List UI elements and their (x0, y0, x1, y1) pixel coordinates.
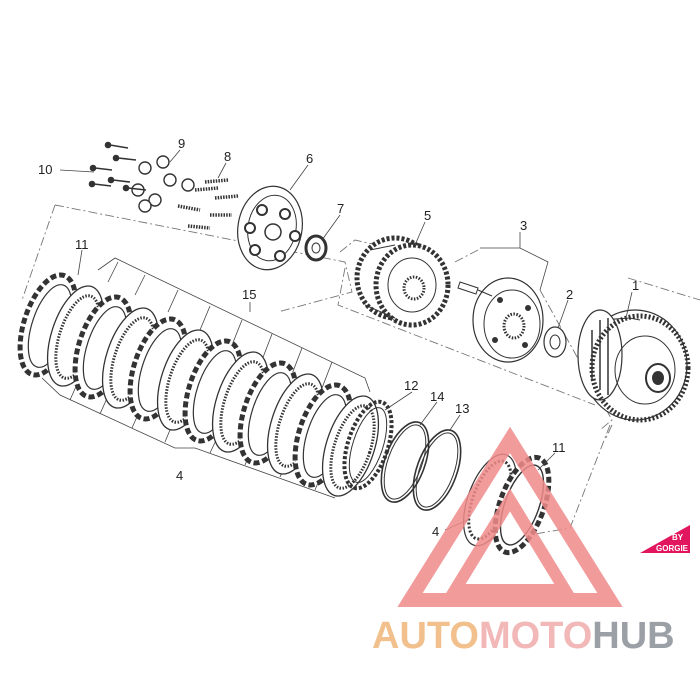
watermark-badge: BY GORGIE (640, 525, 690, 553)
spring-plate (237, 185, 303, 271)
callout-15: 15 (242, 287, 256, 302)
pressure-plate (457, 277, 544, 363)
callout-8: 8 (224, 149, 231, 164)
callout-4-upper: 4 (176, 468, 183, 483)
clutch-hub (354, 235, 451, 328)
callout-10: 10 (38, 162, 52, 177)
callout-9: 9 (178, 136, 185, 151)
callout-1: 1 (632, 278, 639, 293)
clutch-plate-stack (17, 272, 380, 497)
callout-14: 14 (430, 389, 444, 404)
callout-4-lower: 4 (432, 524, 439, 539)
callout-3: 3 (520, 218, 527, 233)
callout-7: 7 (337, 201, 344, 216)
svg-text:GORGIE: GORGIE (656, 544, 689, 553)
watermark-triangle-logo (397, 426, 623, 607)
callout-12: 12 (404, 378, 418, 393)
callout-11-upper: 11 (75, 237, 89, 252)
watermark: AUTOMOTOHUB BY GORGIE (372, 426, 690, 657)
callout-13: 13 (455, 401, 469, 416)
bolts (88, 141, 147, 192)
ring-14 (380, 421, 430, 503)
bracket-4 (41, 377, 336, 499)
bearing (304, 234, 328, 262)
callout-5: 5 (424, 208, 431, 223)
springs (177, 178, 239, 230)
callout-11-lower: 11 (552, 440, 566, 455)
bracket-15-ticks (107, 261, 333, 389)
bracket-15 (97, 257, 371, 393)
watermark-text: AUTOMOTOHUB (372, 615, 675, 657)
clutch-basket (577, 309, 691, 423)
callout-2: 2 (566, 287, 573, 302)
steel-plate (321, 395, 380, 497)
spring-cups (131, 155, 195, 213)
ring-13 (412, 429, 462, 511)
callout-6: 6 (306, 151, 313, 166)
washer (543, 326, 567, 358)
svg-text:BY: BY (672, 533, 684, 542)
